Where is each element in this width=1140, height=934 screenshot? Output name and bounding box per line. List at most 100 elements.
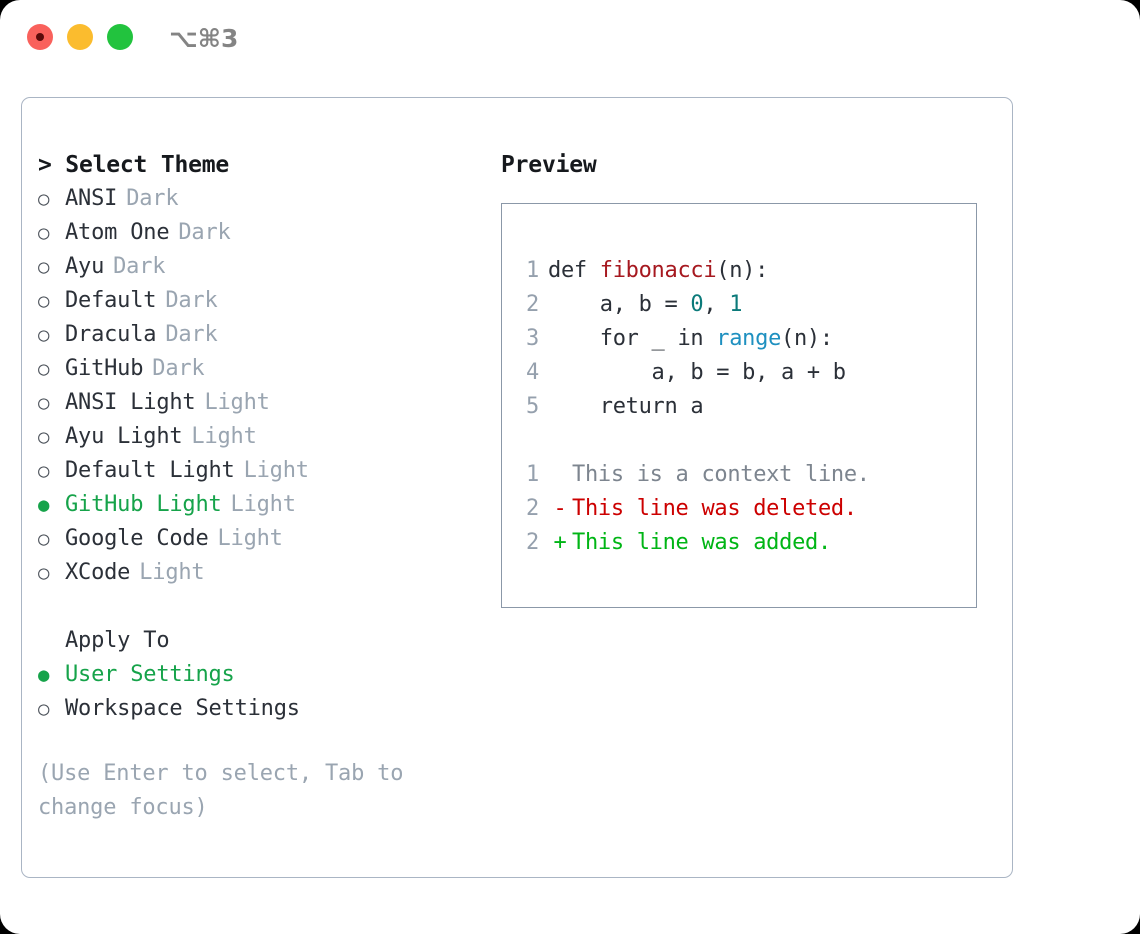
- apply-to-header-row: ○ Apply To: [38, 624, 478, 658]
- diff-text: This is a context line.: [572, 462, 870, 487]
- line-number: 2: [526, 292, 539, 317]
- diff-spacer: [502, 424, 976, 458]
- diff-line-added: 2 +This line was added.: [502, 526, 976, 560]
- theme-option-ayu[interactable]: ○ Ayu Dark: [38, 250, 478, 284]
- theme-option-github-light[interactable]: ● GitHub Light Light: [38, 488, 478, 522]
- code-token: (n):: [781, 326, 833, 351]
- code-line: 5 return a: [502, 390, 976, 424]
- diff-line-deleted: 2-This line was deleted.: [502, 492, 976, 526]
- theme-option-tag: Light: [243, 458, 309, 483]
- theme-option-tag: Light: [230, 492, 296, 517]
- code-token: def: [548, 258, 600, 283]
- radio-unselected-icon: ○: [38, 188, 50, 210]
- diff-line-context: 1 This is a context line.: [502, 458, 976, 492]
- maximize-window-button[interactable]: [107, 24, 133, 50]
- line-number: 5: [526, 394, 539, 419]
- theme-option-tag: Light: [204, 390, 270, 415]
- keyboard-shortcut-label: ⌥⌘3: [169, 24, 239, 53]
- select-theme-header: > Select Theme: [38, 152, 230, 178]
- apply-to-header: Apply To: [65, 628, 170, 653]
- radio-unselected-icon: ○: [38, 358, 50, 380]
- theme-option-tag: Light: [217, 526, 283, 551]
- code-token: fibonacci: [599, 258, 717, 283]
- theme-option-label: XCode: [65, 560, 131, 585]
- theme-option-default-light[interactable]: ○ Default Light Light: [38, 454, 478, 488]
- theme-option-tag: Dark: [178, 220, 231, 245]
- theme-option-label: GitHub Light: [65, 492, 222, 517]
- diff-sign: +: [553, 530, 567, 555]
- title-bar: ⌥⌘3: [0, 0, 1140, 78]
- code-line: 4 a, b = b, a + b: [502, 356, 976, 390]
- theme-option-tag: Dark: [152, 356, 205, 381]
- line-number: 1: [526, 462, 539, 487]
- theme-option-label: Ayu: [65, 254, 105, 279]
- diff-sign: [548, 458, 572, 492]
- code-token: (n):: [716, 258, 769, 283]
- line-number: 2: [526, 530, 539, 555]
- apply-to-option-user-settings[interactable]: ●User Settings: [38, 658, 478, 692]
- apply-to-header-bullet-placeholder: ○: [38, 624, 65, 658]
- theme-option-default[interactable]: ○ Default Dark: [38, 284, 478, 318]
- theme-option-tag: Dark: [126, 186, 179, 211]
- theme-option-tag: Light: [191, 424, 257, 449]
- radio-unselected-icon: ○: [38, 256, 50, 278]
- window-traffic-lights: [27, 24, 133, 50]
- close-window-button[interactable]: [27, 24, 53, 50]
- code-token: a, b =: [548, 292, 691, 317]
- diff-sample: 1 This is a context line.2-This line was…: [502, 458, 976, 560]
- radio-unselected-icon: ○: [38, 426, 50, 448]
- theme-option-label: GitHub: [65, 356, 144, 381]
- radio-unselected-icon: ○: [38, 392, 50, 414]
- theme-option-ayu-light[interactable]: ○ Ayu Light Light: [38, 420, 478, 454]
- theme-option-ansi[interactable]: ○ ANSI Dark: [38, 182, 478, 216]
- code-line: 2 a, b = 0, 1: [502, 288, 976, 322]
- apply-to-option-workspace-settings[interactable]: ○ Workspace Settings: [38, 692, 478, 726]
- theme-option-label: Ayu Light: [65, 424, 183, 449]
- section-spacer: [38, 590, 478, 624]
- radio-selected-icon: ●: [38, 494, 50, 516]
- theme-option-label: Atom One: [65, 220, 170, 245]
- theme-option-label: Default Light: [65, 458, 235, 483]
- line-number: 1: [526, 258, 539, 283]
- theme-option-tag: Dark: [165, 288, 218, 313]
- keyboard-hint: (Use Enter to select, Tab to change focu…: [38, 761, 404, 820]
- apply-to-option-list: ●User Settings ○ Workspace Settings: [38, 658, 478, 726]
- code-line: 3 for _ in range(n):: [502, 322, 976, 356]
- diff-text: This line was added.: [572, 530, 831, 555]
- theme-option-tag: Light: [139, 560, 205, 585]
- line-number: 2: [526, 496, 539, 521]
- radio-unselected-icon: ○: [38, 324, 50, 346]
- theme-option-github[interactable]: ○ GitHub Dark: [38, 352, 478, 386]
- theme-option-label: Dracula: [65, 322, 157, 347]
- code-token: 1: [729, 292, 743, 317]
- theme-option-label: Default: [65, 288, 157, 313]
- diff-text: This line was deleted.: [572, 496, 857, 521]
- theme-option-tag: Dark: [165, 322, 218, 347]
- code-token: ,: [703, 292, 730, 317]
- apply-to-option-label: Workspace Settings: [65, 696, 300, 721]
- minimize-window-button[interactable]: [67, 24, 93, 50]
- radio-unselected-icon: ○: [38, 460, 50, 482]
- theme-option-label: Google Code: [65, 526, 209, 551]
- code-token: 0: [690, 292, 704, 317]
- theme-option-tag: Dark: [113, 254, 166, 279]
- code-token: return a: [548, 394, 704, 419]
- diff-sign: -: [553, 496, 567, 521]
- theme-option-dracula[interactable]: ○ Dracula Dark: [38, 318, 478, 352]
- radio-unselected-icon: ○: [38, 698, 50, 720]
- code-token: range: [716, 326, 782, 351]
- radio-selected-icon: ●: [38, 664, 50, 686]
- code-token: for _ in: [548, 326, 717, 351]
- theme-option-label: ANSI: [65, 186, 118, 211]
- radio-unselected-icon: ○: [38, 290, 50, 312]
